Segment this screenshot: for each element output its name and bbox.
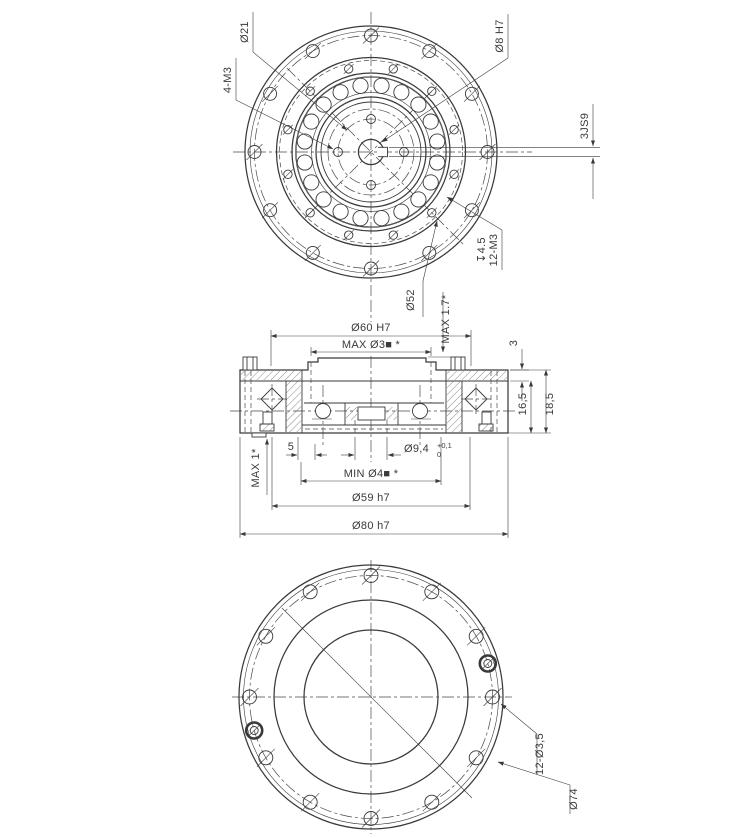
wave-generator <box>304 362 444 433</box>
dim-label-12-d35: 12-Ø3,5 <box>534 733 546 775</box>
section-hatching <box>241 371 507 432</box>
section-view: Ø60 H7 MAX Ø3■ * MAX 1.7* 3 16,5 18,5 <box>230 292 556 538</box>
dim-label-5: 5 <box>288 441 294 453</box>
dim-label-max17: MAX 1.7* <box>440 294 452 343</box>
dim-label-165: 16,5 <box>517 393 529 416</box>
dim-label-d94-tol-dn: 0 <box>437 450 441 459</box>
cross-roller-bearings <box>257 384 491 414</box>
dim-label-d80: Ø80 h7 <box>352 520 390 532</box>
inserted-screws <box>244 654 498 740</box>
top-view: 3JS9 Ø21 4-M3 Ø8 H7 12-M3 ↧4.5 Ø52 <box>222 12 600 317</box>
outer-hole-ring <box>246 27 496 277</box>
dim-label-12-m3: 12-M3 <box>488 234 500 267</box>
inner-flange <box>327 108 415 196</box>
ball-bearing-ring <box>291 72 451 232</box>
dim-label-dia52: Ø52 <box>405 289 417 311</box>
top-view-labels: Ø21 4-M3 Ø8 H7 12-M3 ↧4.5 Ø52 <box>222 12 509 317</box>
dim-label-dia8: Ø8 H7 <box>494 19 506 52</box>
dim-label-185: 18,5 <box>544 393 556 416</box>
dim-keyway: 3JS9 <box>389 104 600 199</box>
bottom-lip <box>251 432 267 438</box>
dim-label-dia60: Ø60 H7 <box>351 322 391 334</box>
dim-label-d59: Ø59 h7 <box>352 492 390 504</box>
inner-hole-ring-12-m3 <box>282 63 460 241</box>
dim-label-d94-tol-up: +0,1 <box>437 441 452 450</box>
dim-label-min-d4: MIN Ø4■ * <box>344 468 399 480</box>
section-bolts <box>259 411 494 432</box>
dim-label-4-m3: 4-M3 <box>222 67 234 93</box>
dim-label-depth: ↧4.5 <box>476 237 488 263</box>
top-screw-heads <box>242 356 466 371</box>
dim-label-dia74: Ø74 <box>568 788 580 810</box>
bottom-view-labels: 12-Ø3,5 Ø74 <box>497 703 580 814</box>
section-dimensions: Ø60 H7 MAX Ø3■ * MAX 1.7* 3 16,5 18,5 <box>239 292 556 538</box>
bottom-view: 12-Ø3,5 Ø74 <box>232 560 580 834</box>
dim-label-d94: Ø9,4 <box>404 443 429 455</box>
dim-label-keyway: 3JS9 <box>579 113 591 139</box>
dim-label-3: 3 <box>508 340 520 346</box>
bottom-hole-ring <box>240 566 502 828</box>
dim-label-max-d3: MAX Ø3■ * <box>342 339 401 351</box>
dim-label-dia21: Ø21 <box>239 21 251 43</box>
dim-label-max1: MAX 1* <box>250 448 262 488</box>
